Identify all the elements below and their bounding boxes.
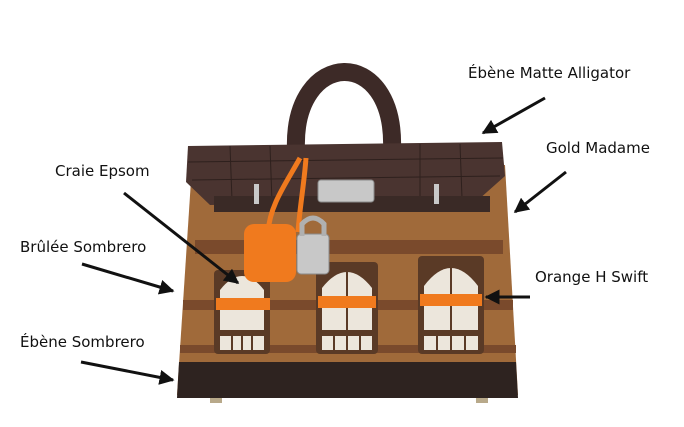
bag-foot [476, 396, 488, 403]
hardware-stud [434, 184, 439, 204]
bag-foot [210, 396, 222, 403]
padlock [296, 233, 330, 275]
arrow [81, 262, 175, 295]
arrow [481, 96, 546, 135]
label-gold-madame: Gold Madame [546, 139, 650, 157]
ebene-bottom [177, 362, 518, 398]
arrow [123, 191, 240, 285]
alligator-scales [187, 143, 504, 203]
alligator-flap [186, 142, 505, 205]
padlock-shackle [299, 215, 327, 236]
turn-lock-hardware [317, 179, 375, 203]
window [214, 270, 270, 354]
bag-handle [286, 63, 402, 159]
clochette [244, 224, 296, 282]
hardware-stud [254, 184, 259, 204]
window [316, 262, 378, 354]
arrow [80, 360, 175, 385]
orange-cord [295, 157, 309, 233]
window [418, 256, 484, 354]
label-craie-epsom: Craie Epsom [55, 162, 150, 180]
label-ebene-sombrero: Ébène Sombrero [20, 333, 145, 351]
brulee-band [195, 240, 503, 254]
label-orange-h-swift: Orange H Swift [535, 268, 649, 286]
label-ebene-matte-alligator: Ébène Matte Alligator [468, 64, 631, 82]
label-brulee-sombrero: Brûlée Sombrero [20, 238, 147, 256]
arrow [513, 170, 567, 214]
alligator-strap [214, 196, 490, 212]
